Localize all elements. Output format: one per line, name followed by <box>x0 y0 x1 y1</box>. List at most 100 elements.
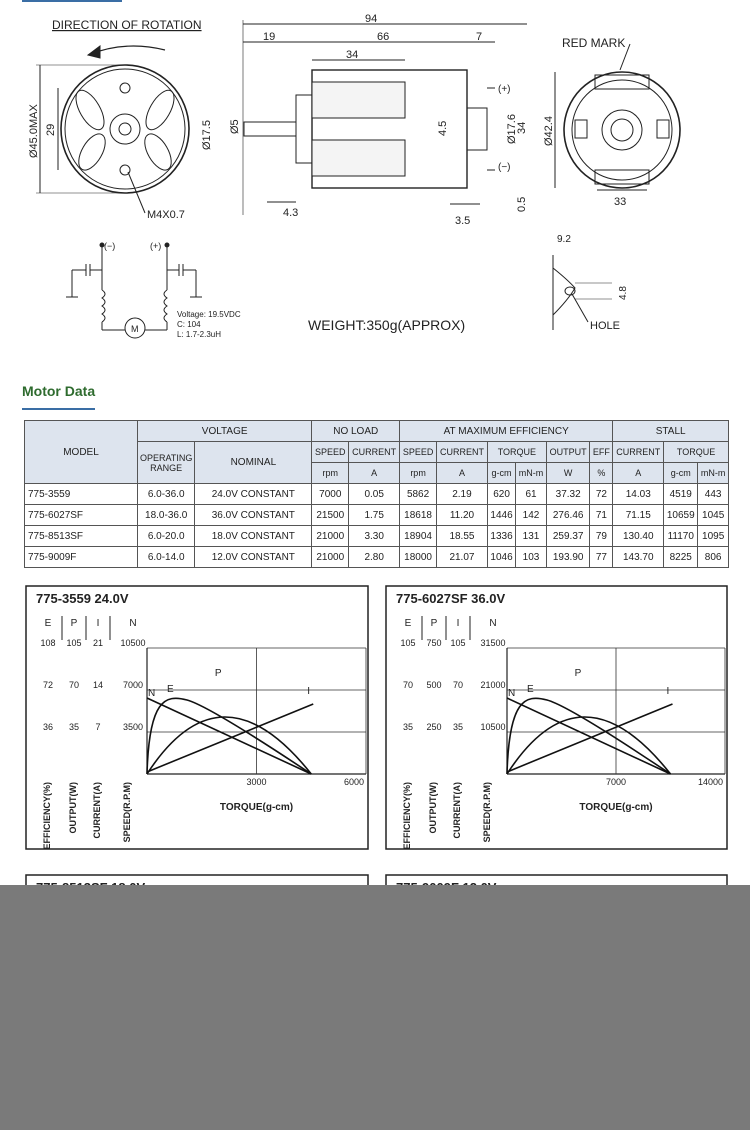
chart-col-head: E <box>405 618 412 629</box>
chart-x-tick: 6000 <box>344 777 364 787</box>
table-cell: 2.80 <box>348 546 401 568</box>
chart-tick-label: 105 <box>450 638 465 648</box>
chart-y-label: CURRENT(A) <box>92 782 102 839</box>
section-title: Motor Data <box>22 383 96 399</box>
table-cell: 8225 <box>663 546 699 568</box>
table-cell: 21500 <box>311 504 350 526</box>
chart-y-label: OUTPUT(W) <box>68 782 78 834</box>
dim-4-5: 4.5 <box>437 121 449 136</box>
unit-a: A <box>348 462 401 484</box>
table-cell: 4519 <box>663 483 699 505</box>
circuit-inductor: L: 1.7-2.3uH <box>177 330 221 339</box>
table-cell: 142 <box>515 504 547 526</box>
dim-9-2: 9.2 <box>557 234 571 245</box>
table-cell: 775-8513SF <box>24 525 138 547</box>
table-cell: 806 <box>697 546 729 568</box>
chart-series-label: P <box>575 668 582 679</box>
dim-7: 7 <box>476 31 482 43</box>
efficiency-curve <box>146 697 312 775</box>
chart-tick-label: 70 <box>403 680 413 690</box>
table-cell: 24.0V CONSTANT <box>194 483 313 505</box>
motor-data-table: MODEL VOLTAGE NO LOAD AT MAXIMUM EFFICIE… <box>24 420 729 568</box>
circuit-minus-label: (−) <box>104 241 115 251</box>
dim-4-3: 4.3 <box>283 207 298 219</box>
dim-42-4: Ø42.4 <box>543 116 555 146</box>
table-cell: 775-9009F <box>24 546 138 568</box>
table-cell: 72 <box>589 483 614 505</box>
chart-y-label: CURRENT(A) <box>452 782 462 839</box>
chart-x-label: TORQUE(g-cm) <box>220 802 293 813</box>
section-underline <box>22 408 95 410</box>
chart-tick-label: 500 <box>426 680 441 690</box>
table-cell: 143.70 <box>612 546 665 568</box>
dim-66: 66 <box>377 31 389 43</box>
terminal-plus: (+) <box>498 84 511 95</box>
th-max-efficiency: AT MAXIMUM EFFICIENCY <box>399 420 614 442</box>
th-torque: TORQUE <box>486 441 547 463</box>
table-cell: 71.15 <box>612 504 665 526</box>
output-curve <box>146 716 312 775</box>
chart-tick-label: 250 <box>426 722 441 732</box>
table-cell: 14.03 <box>612 483 665 505</box>
chart-x-tick: 14000 <box>698 777 723 787</box>
dim-5: Ø5 <box>229 119 241 134</box>
chart-col-head: N <box>129 618 136 629</box>
unit-pct: % <box>589 462 614 484</box>
chart-col-head: N <box>489 618 496 629</box>
circuit-motor-label: M <box>131 324 139 334</box>
unit-w: W <box>545 462 591 484</box>
table-cell: 3.30 <box>348 525 401 547</box>
chart-tick-label: 105 <box>66 638 81 648</box>
chart-y-label: SPEED(R.P.M) <box>482 782 492 842</box>
motor-dimension-drawing: DIRECTION OF ROTATION Ø45.0MAX 29 M4X0.7… <box>0 0 750 360</box>
dim-17-5: Ø17.5 <box>201 120 213 150</box>
chart-y-label: SPEED(R.P.M) <box>122 782 132 842</box>
th-current: CURRENT <box>348 441 401 463</box>
table-cell: 12.0V CONSTANT <box>194 546 313 568</box>
chart-series-label: P <box>215 668 222 679</box>
side-view: 94 19 66 7 34 Ø17.5 Ø5 4.5 Ø17.6 34 (+) … <box>201 13 528 227</box>
chart-series-label: N <box>508 688 515 699</box>
chart-series-label: N <box>148 688 155 699</box>
th-voltage: VOLTAGE <box>136 420 313 442</box>
table-cell: 79 <box>589 525 614 547</box>
chart-frame <box>385 585 728 850</box>
chart-tick-label: 35 <box>69 722 79 732</box>
table-cell: 77 <box>589 546 614 568</box>
table-cell: 620 <box>486 483 517 505</box>
top-accent-line <box>22 0 122 2</box>
weight-label: WEIGHT:350g(APPROX) <box>308 317 465 333</box>
chart-tick-label: 105 <box>400 638 415 648</box>
chart-series-label: E <box>527 684 534 695</box>
th-current-max: CURRENT <box>436 441 488 463</box>
chart-tick-label: 35 <box>453 722 463 732</box>
chart-tick-label: 108 <box>40 638 55 648</box>
unit-gcm: g-cm <box>486 462 517 484</box>
hole-label: HOLE <box>590 320 620 332</box>
chart-tick-label: 31500 <box>480 638 505 648</box>
chart-tick-label: 7 <box>95 722 100 732</box>
chart-tick-label: 750 <box>426 638 441 648</box>
unit-gcm-stall: g-cm <box>663 462 699 484</box>
chart-tick-label: 36 <box>43 722 53 732</box>
table-cell: 1045 <box>697 504 729 526</box>
chart-tick-label: 21 <box>93 638 103 648</box>
chart-tick-label: 10500 <box>120 638 145 648</box>
chart-tick-label: 21000 <box>480 680 505 690</box>
unit-a-max: A <box>436 462 488 484</box>
dim-19: 19 <box>263 31 275 43</box>
unit-a-stall: A <box>612 462 665 484</box>
chart-tick-label: 72 <box>43 680 53 690</box>
dim-0-5: 0.5 <box>516 197 528 212</box>
chart-series-label: I <box>307 686 310 697</box>
dim-4-8: 4.8 <box>618 286 629 300</box>
chart-col-head: I <box>97 618 100 629</box>
th-model: MODEL <box>24 420 138 484</box>
speed-line <box>146 697 312 775</box>
th-eff: EFF <box>589 441 614 463</box>
connector-detail: 9.2 4.8 HOLE <box>552 234 629 332</box>
